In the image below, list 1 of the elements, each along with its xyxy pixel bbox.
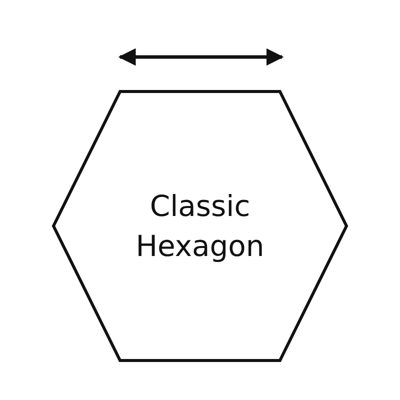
shape-label: Classic Hexagon [134,188,266,265]
